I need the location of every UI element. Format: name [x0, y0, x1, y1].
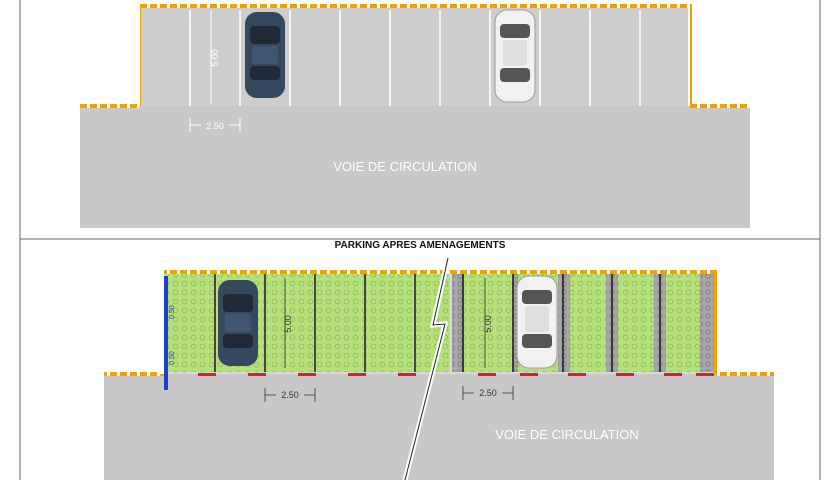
bottom-dim-width-right: 2.50 — [462, 386, 514, 400]
top-dark-car-icon — [245, 12, 285, 98]
bottom-dim-length-right: 5.00 — [483, 278, 493, 368]
bottom-dim-width-left-label: 2.50 — [281, 390, 299, 400]
top-curb — [80, 4, 750, 108]
bottom-plan-title: PARKING APRES AMENAGEMENTS — [335, 240, 506, 251]
top-road-label: VOIE DE CIRCULATION — [333, 159, 477, 174]
break-line-outline — [404, 257, 449, 481]
bottom-dim-length-right-label: 5.00 — [483, 315, 493, 333]
bottom-plan: PARKING APRES AMENAGEMENTS — [104, 240, 774, 481]
bottom-dim-width-right-label: 2.50 — [479, 388, 497, 398]
bottom-blue-bollard-line: 0.50 0.50 — [164, 276, 176, 390]
bottom-dim-length-left-label: 5.00 — [283, 315, 293, 333]
bottom-stall-lines — [214, 274, 661, 372]
bottom-road — [104, 374, 774, 480]
bottom-road-label: VOIE DE CIRCULATION — [495, 427, 639, 442]
bottom-dim-width-left: 2.50 — [264, 388, 316, 402]
top-parking-bay-area — [139, 6, 690, 106]
bottom-red-markings — [198, 373, 714, 376]
bollard-label-1: 0.50 — [169, 305, 176, 319]
sheet-frame — [19, 0, 821, 480]
top-dim-width-label: 2.50 — [206, 121, 224, 131]
top-road — [80, 106, 750, 228]
top-dim-length-label: 5.00 — [210, 49, 220, 67]
bottom-white-car-icon — [516, 275, 558, 369]
bottom-dark-car-icon — [218, 280, 258, 366]
top-plan: 5.00 2.50 VOIE DE CIRCULATION — [80, 4, 750, 228]
top-dim-width: 2.50 — [189, 118, 241, 132]
bollard-label-2: 0.50 — [169, 351, 176, 365]
top-stall-lines — [189, 10, 641, 106]
top-dim-length: 5.00 — [210, 10, 220, 104]
bottom-curb — [104, 270, 774, 376]
bottom-dim-length-left: 5.00 — [283, 278, 293, 368]
top-white-car-icon — [494, 9, 536, 103]
